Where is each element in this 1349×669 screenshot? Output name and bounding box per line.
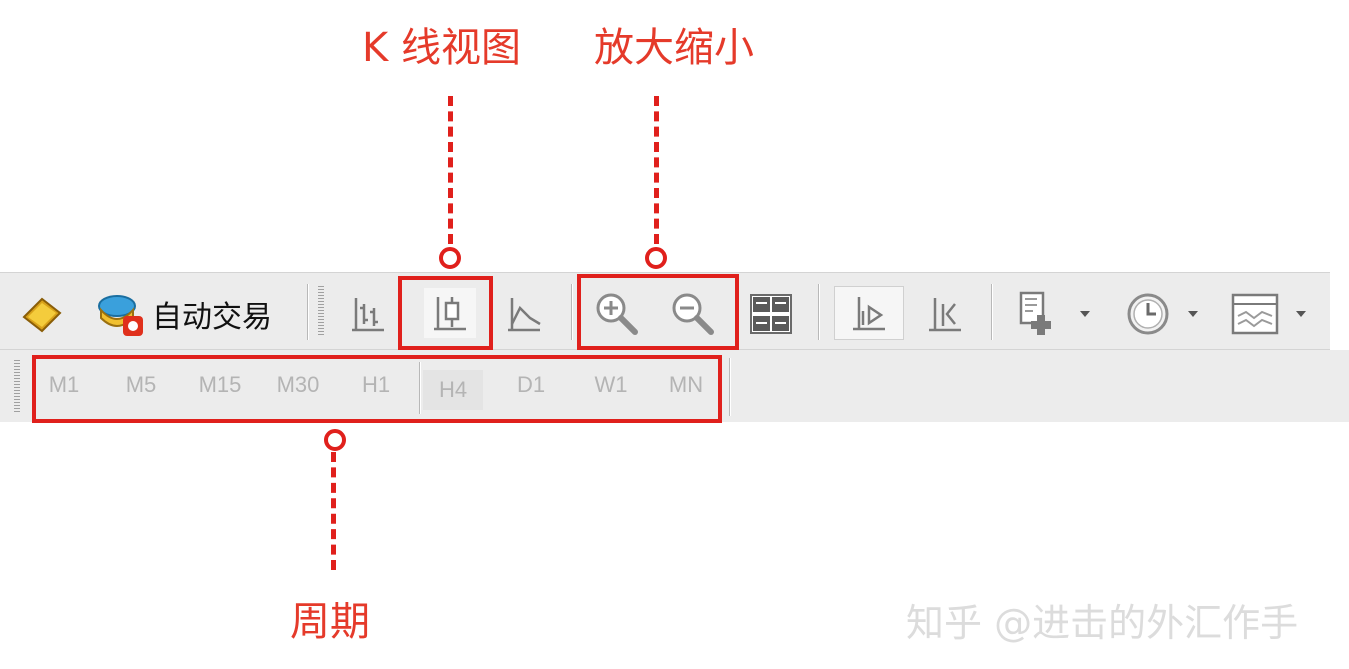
- zoom-in-icon: [596, 293, 638, 335]
- watermark: 知乎 @进击的外汇作手: [906, 601, 1299, 645]
- candle-view-highlight-box: [398, 276, 493, 350]
- bar-chart-icon: [352, 298, 384, 332]
- auto-trading-icon: [98, 295, 143, 336]
- autoscroll-icon: [929, 298, 961, 332]
- chart-shift-button[interactable]: [834, 286, 904, 340]
- periods-toolbar-grip[interactable]: [14, 360, 20, 412]
- tile-windows-button[interactable]: [746, 290, 796, 338]
- periods-highlight-box: [32, 355, 722, 423]
- toolbar-separator: [307, 284, 308, 340]
- new-order-button[interactable]: [14, 288, 70, 338]
- annotation-periods: 周期: [290, 599, 370, 645]
- candle-view-pointer-line: [448, 96, 453, 244]
- periods-dropdown-caret[interactable]: [1188, 311, 1198, 317]
- periods-pointer-ring: [324, 429, 346, 451]
- indicators-dropdown-caret[interactable]: [1080, 311, 1090, 317]
- period-m1-button[interactable]: M1: [48, 372, 80, 397]
- templates-icon: [1231, 293, 1279, 335]
- period-w1-button[interactable]: W1: [594, 372, 628, 397]
- toolbar-separator: [818, 284, 819, 340]
- indicators-button[interactable]: [1012, 288, 1068, 340]
- candlestick-button[interactable]: [424, 288, 476, 338]
- periods-toolbar: [0, 350, 1349, 422]
- period-d1-button[interactable]: D1: [516, 372, 546, 397]
- auto-trading-button[interactable]: [90, 286, 150, 340]
- templates-button[interactable]: [1226, 288, 1284, 340]
- chart-shift-icon: [853, 297, 885, 331]
- zoom-in-button[interactable]: [590, 288, 642, 338]
- periods-separator: [419, 362, 420, 414]
- period-m30-button[interactable]: M30: [276, 372, 320, 397]
- zoom-out-icon: [672, 293, 714, 335]
- standard-toolbar: [0, 272, 1330, 350]
- periods-toolbar-end-separator: [729, 358, 730, 416]
- periods-pointer-line: [331, 452, 336, 570]
- autoscroll-button[interactable]: [920, 290, 970, 338]
- period-m15-button[interactable]: M15: [198, 372, 242, 397]
- auto-trading-label[interactable]: 自动交易: [152, 300, 272, 335]
- periods-clock-icon: [1127, 293, 1169, 335]
- indicators-icon: [1019, 291, 1051, 335]
- new-order-icon: [22, 297, 62, 333]
- line-chart-icon: [508, 298, 541, 332]
- zoom-pointer-line: [654, 96, 659, 244]
- candle-view-pointer-ring: [439, 247, 461, 269]
- zoom-highlight-box: [577, 274, 739, 350]
- zoom-pointer-ring: [645, 247, 667, 269]
- zoom-out-button[interactable]: [666, 288, 718, 338]
- bar-chart-button[interactable]: [344, 290, 392, 338]
- period-h1-button[interactable]: H1: [361, 372, 391, 397]
- periods-clock-button[interactable]: [1120, 288, 1176, 340]
- toolbar-separator: [991, 284, 992, 340]
- period-m5-button[interactable]: M5: [125, 372, 157, 397]
- toolbar-separator: [571, 284, 572, 340]
- candlestick-icon: [434, 297, 466, 331]
- annotation-zoom: 放大缩小: [594, 25, 754, 71]
- period-mn-button[interactable]: MN: [668, 372, 704, 397]
- line-chart-button[interactable]: [500, 290, 548, 338]
- tile-windows-icon: [750, 294, 792, 334]
- toolbar-grip[interactable]: [318, 286, 324, 336]
- templates-dropdown-caret[interactable]: [1296, 311, 1306, 317]
- annotation-candle-view: K 线视图: [362, 25, 521, 71]
- period-h4-button[interactable]: H4: [423, 370, 483, 410]
